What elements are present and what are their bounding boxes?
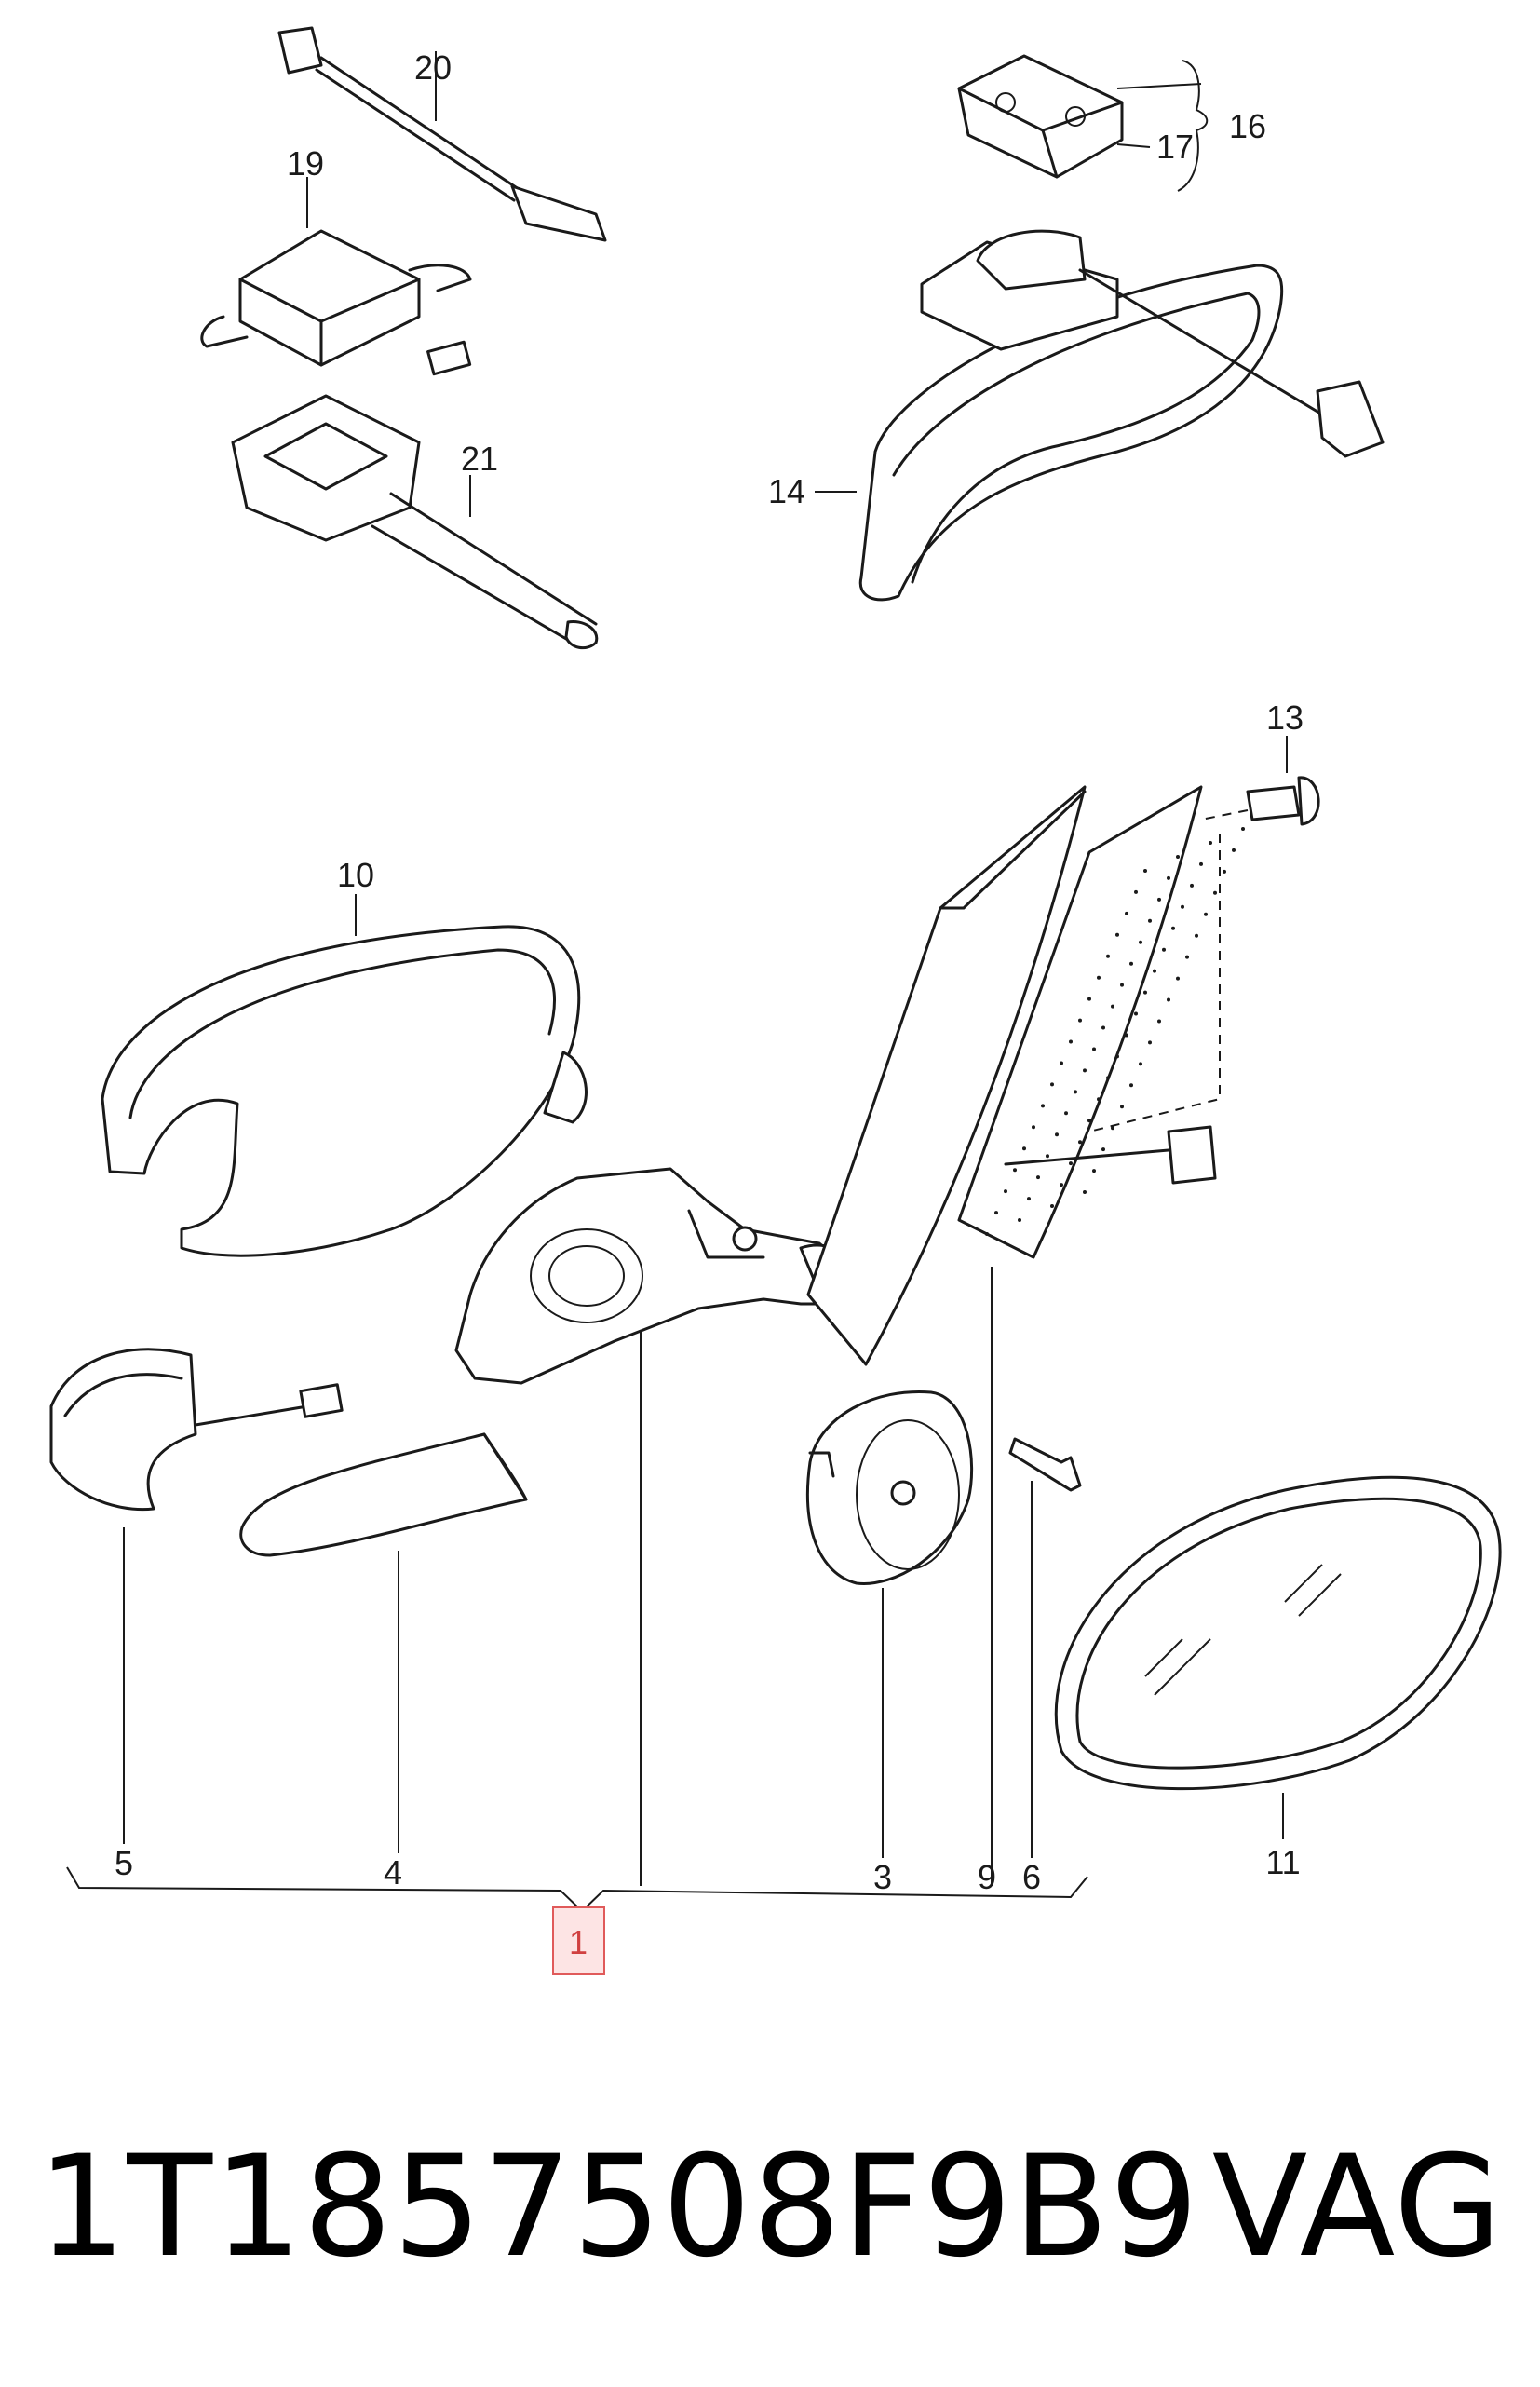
part-number: 1T1857508F9B9 [37, 2126, 1200, 2288]
callout-16: 16 [1229, 107, 1266, 145]
part-5-cap [49, 1348, 344, 1844]
part-10-housing-cover [101, 894, 588, 1257]
callout-13: 13 [1266, 698, 1304, 737]
callout-9: 9 [978, 1858, 996, 1896]
part-20-cable [277, 26, 607, 242]
part-16-17-bracket [957, 54, 1209, 192]
part-21-cover-cable [231, 394, 599, 650]
callout-5: 5 [115, 1844, 133, 1882]
part-3-motor [805, 1390, 974, 1858]
callout-20: 20 [414, 48, 452, 87]
callout-4: 4 [384, 1853, 402, 1892]
callout-17: 17 [1156, 128, 1194, 166]
dot-pattern [985, 827, 1245, 1236]
highlight-box [552, 1906, 605, 1975]
callout-labels: 20 19 21 16 17 14 13 10 5 4 3 9 6 11 [115, 48, 1304, 1896]
callout-6: 6 [1022, 1858, 1041, 1896]
callout-10: 10 [337, 856, 374, 894]
footer-caption: 1T1857508F9B9 VAG [37, 2126, 1503, 2288]
assembly-bracket [66, 1866, 1088, 1913]
part-6-screw [1008, 1437, 1082, 1858]
part-4-trim-strip [239, 1432, 528, 1853]
callout-1-highlight[interactable]: 1 [552, 1906, 605, 1975]
part-14-rearview-mirror [815, 229, 1385, 602]
part-19-control-unit [200, 177, 472, 376]
callout-19: 19 [287, 144, 324, 183]
callout-1: 1 [569, 1923, 588, 1961]
part-1-mirror-base [454, 1167, 851, 1886]
part-13-screw [1200, 736, 1320, 826]
callout-14: 14 [768, 472, 805, 510]
callout-3: 3 [873, 1858, 892, 1896]
callout-11: 11 [1265, 1843, 1300, 1881]
part-9-glass-backing [806, 785, 1245, 1886]
brand-name: VAG [1211, 2126, 1503, 2288]
part-11-mirror-glass [1054, 1475, 1502, 1839]
callout-21: 21 [461, 440, 498, 478]
